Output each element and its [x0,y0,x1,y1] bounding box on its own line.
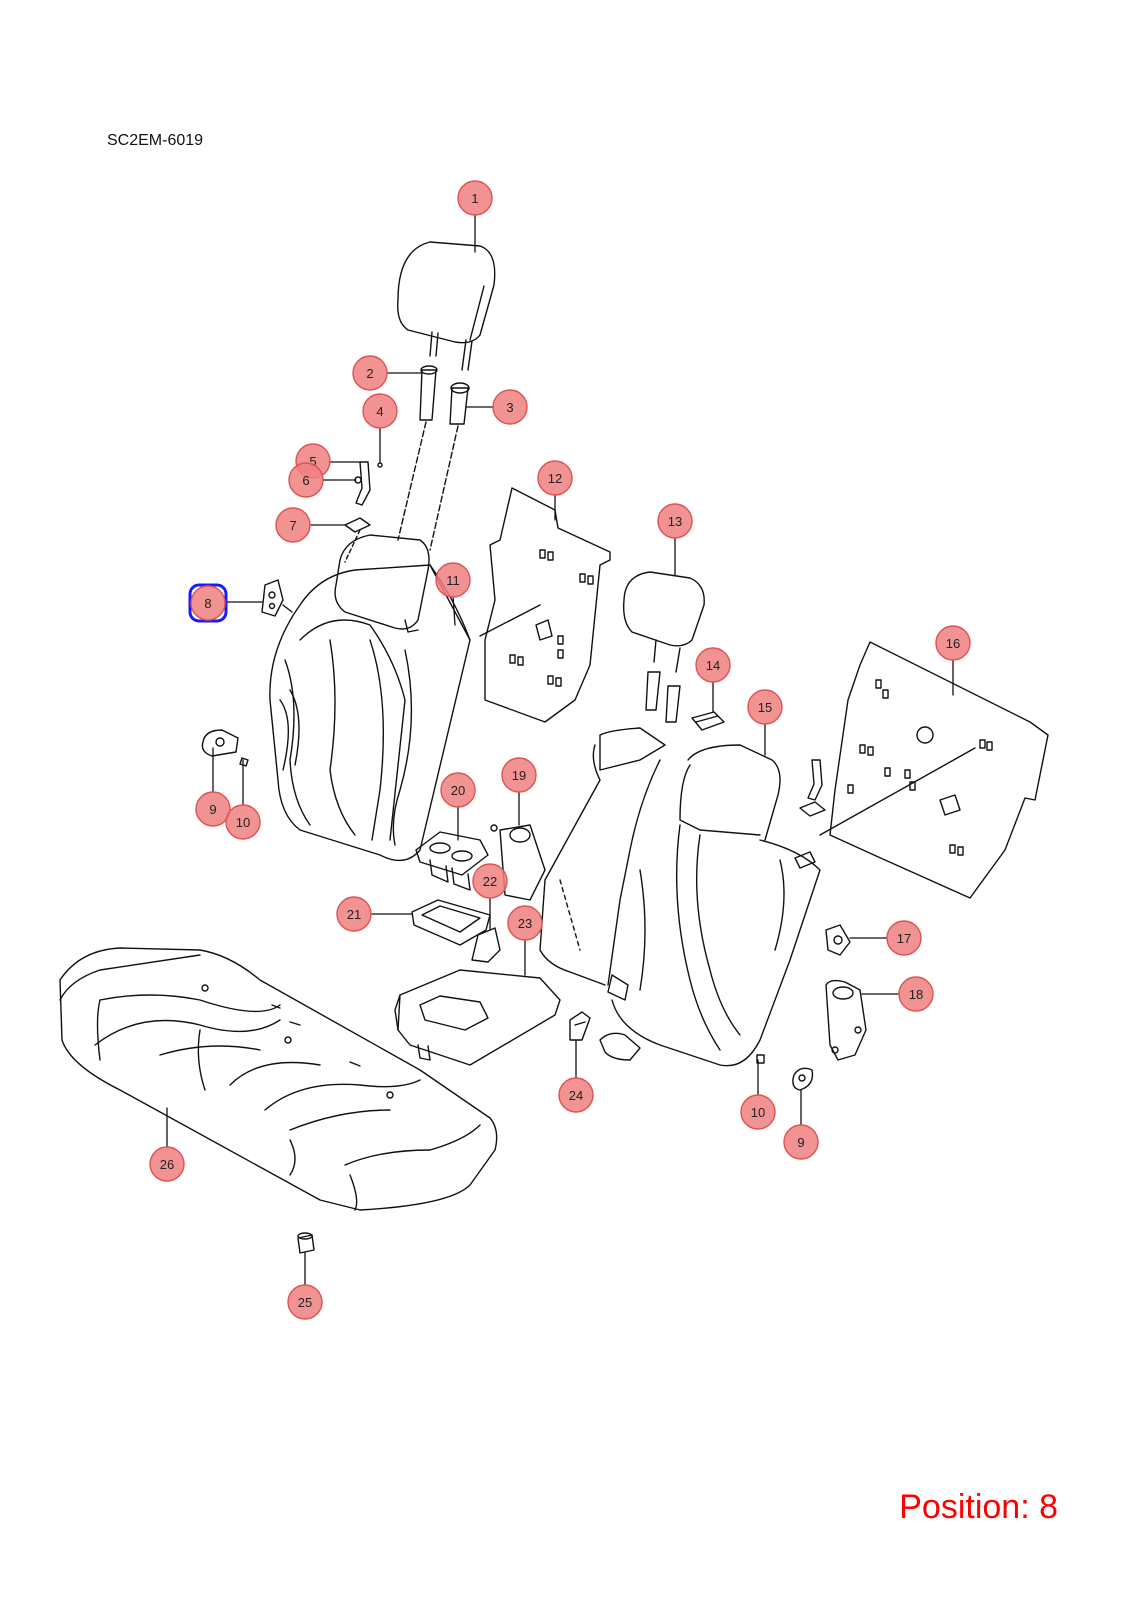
back-panel-left [479,487,611,723]
callout-label: 22 [483,874,497,889]
seat-back-left [269,564,471,862]
callout-23[interactable]: 23 [507,905,543,941]
callout-10-left[interactable]: 10 [225,804,261,840]
clip-25 [297,1232,315,1254]
position-label: Position: 8 [899,1488,1058,1526]
callout-label: 4 [376,404,383,419]
callout-15[interactable]: 15 [747,689,783,725]
callout-label: 24 [569,1088,583,1103]
selection-highlight [188,583,228,623]
callout-label: 12 [548,471,562,486]
callout-label: 26 [160,1157,174,1172]
callout-label: 14 [706,658,720,673]
callout-label: 16 [946,636,960,651]
seat-cushion [59,947,498,1211]
callout-21[interactable]: 21 [336,896,372,932]
headrest-upper [397,241,496,371]
callout-label: 19 [512,768,526,783]
callout-label: 3 [506,400,513,415]
callout-11[interactable]: 11 [435,562,471,598]
callout-19[interactable]: 19 [501,757,537,793]
callout-9-left[interactable]: 9 [195,791,231,827]
callout-label: 17 [897,931,911,946]
callout-16[interactable]: 16 [935,625,971,661]
callout-label: 23 [518,916,532,931]
release-lever-right [794,759,826,869]
callout-label: 13 [668,514,682,529]
callout-label: 18 [909,987,923,1002]
callout-2[interactable]: 2 [352,355,388,391]
leader-lines [166,213,954,1286]
callout-18[interactable]: 18 [898,976,934,1012]
headrest-left-lower [334,534,430,633]
callout-12[interactable]: 12 [537,460,573,496]
callout-10-right[interactable]: 10 [740,1094,776,1130]
callout-label: 10 [751,1105,765,1120]
callout-label: 6 [302,473,309,488]
callout-24[interactable]: 24 [558,1077,594,1113]
callout-label: 21 [347,907,361,922]
callout-label: 20 [451,783,465,798]
seat-back-right [539,727,821,1067]
callout-25[interactable]: 25 [287,1284,323,1320]
callout-13[interactable]: 13 [657,503,693,539]
callout-17[interactable]: 17 [886,920,922,956]
release-lever-parts [344,461,383,563]
callout-label: 7 [289,518,296,533]
callout-7[interactable]: 7 [275,507,311,543]
hinge-bracket-right [825,924,867,1061]
callout-label: 5 [309,454,316,469]
callout-8-selected[interactable]: 8 [188,583,228,623]
hinge-bracket-left [261,579,293,617]
callout-20[interactable]: 20 [440,772,476,808]
callout-4[interactable]: 4 [362,393,398,429]
callout-label: 2 [366,366,373,381]
callout-label: 9 [797,1135,804,1150]
belt-buckle-24 [569,1011,591,1041]
armrest-assembly [394,824,561,1066]
callout-9-right[interactable]: 9 [783,1124,819,1160]
belt-guide-14 [691,711,725,731]
diagram-reference-code: SC2EM-6019 [107,132,204,149]
headrest-right [622,571,705,723]
callout-label: 8 [204,596,211,611]
callout-14[interactable]: 14 [695,647,731,683]
callout-label: 25 [298,1295,312,1310]
callout-label: 15 [758,700,772,715]
callout-label: 10 [236,815,250,830]
callouts: 1 2 3 4 5 6 7 8 9 10 11 12 13 14 15 16 1… [149,180,971,1320]
callout-label: 11 [446,573,460,588]
back-panel-right [819,641,1049,899]
callout-1[interactable]: 1 [457,180,493,216]
callout-label: 1 [471,191,478,206]
callout-22[interactable]: 22 [472,863,508,899]
callout-3[interactable]: 3 [492,389,528,425]
callout-26[interactable]: 26 [149,1146,185,1182]
callout-6[interactable]: 6 [288,462,324,498]
cover-cap-right [756,1054,814,1091]
callout-label: 9 [209,802,216,817]
cover-cap-left [201,729,249,767]
headrest-guide-sleeves [397,365,470,551]
